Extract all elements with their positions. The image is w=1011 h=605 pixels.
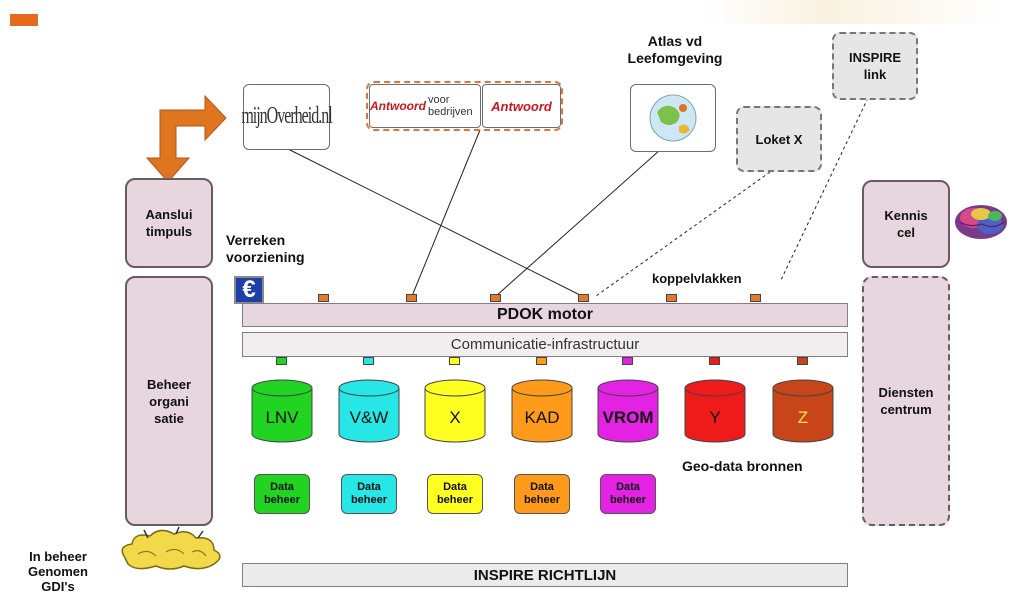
- database-icon: [772, 379, 834, 443]
- euro-symbol: €: [242, 276, 256, 303]
- kenniscel-label: Kennis cel: [884, 208, 928, 240]
- line-mijnoverheid-to-port: [285, 147, 583, 297]
- pdok-port: [578, 294, 589, 302]
- comm-port: [363, 357, 374, 365]
- data-beheer-box: Data beheer: [427, 474, 483, 514]
- brain-icon: [955, 205, 1007, 239]
- database-cylinder: KAD: [510, 378, 574, 444]
- database-icon: [597, 379, 659, 443]
- dienstencentrum-box: Diensten centrum: [862, 276, 950, 526]
- database-label: LNV: [265, 408, 299, 427]
- inspire-richtlijn-bar: INSPIRE RICHTLIJN: [242, 563, 848, 587]
- geo-data-bronnen-label: Geo-data bronnen: [682, 458, 803, 474]
- data-beheer-box: Data beheer: [600, 474, 656, 514]
- pdok-port: [666, 294, 677, 302]
- comm-port: [276, 357, 287, 365]
- database-label: VROM: [602, 408, 654, 427]
- comm-port: [622, 357, 633, 365]
- database-cylinder: Z: [771, 378, 835, 444]
- gdi-cloud-icon: [121, 526, 221, 570]
- database-cylinder: Y: [683, 378, 747, 444]
- comm-port: [797, 357, 808, 365]
- antwoord-bedrijven-suffix: voor bedrijven: [428, 94, 473, 118]
- globe-icon: [649, 94, 697, 142]
- inspire-link-portal[interactable]: INSPIRE link: [832, 32, 918, 100]
- atlas-leefomgeving-label: Atlas vd Leefomgeving: [627, 33, 723, 66]
- antwoord-bedrijven-logo: Antwoord: [370, 99, 426, 113]
- antwoord-overheid-portal[interactable]: Antwoord: [482, 84, 561, 128]
- pdok-port: [318, 294, 329, 302]
- kenniscel-box: Kennis cel: [862, 180, 950, 268]
- database-cylinder: V&W: [337, 378, 401, 444]
- inspire-richtlijn-label: INSPIRE RICHTLIJN: [473, 566, 617, 584]
- koppelvlakken-label: koppelvlakken: [652, 271, 742, 286]
- line-atlas-to-port: [495, 149, 661, 297]
- database-label: Z: [797, 408, 809, 427]
- aansluitimpuls-box: Aanslui timpuls: [125, 178, 213, 268]
- database-cylinder: LNV: [250, 378, 314, 444]
- beheerorganisatie-box: Beheer organi satie: [125, 276, 213, 526]
- loket-x-label: Loket X: [755, 131, 803, 147]
- data-beheer-box: Data beheer: [514, 474, 570, 514]
- database-icon: [424, 379, 486, 443]
- in-beheer-genomen-label: In beheer Genomen GDI's: [28, 549, 88, 594]
- dienstencentrum-label: Diensten centrum: [878, 385, 934, 417]
- database-label: X: [449, 408, 461, 427]
- data-beheer-box: Data beheer: [341, 474, 397, 514]
- aansluitimpuls-label: Aanslui timpuls: [145, 207, 193, 239]
- orange-bent-arrow-icon: [145, 94, 227, 183]
- line-antwoord-to-port: [411, 129, 481, 297]
- data-beheer-box: Data beheer: [254, 474, 310, 514]
- pdok-motor-bar: PDOK motor: [242, 303, 848, 327]
- mijnoverheid-portal[interactable]: mijnOverheid.nl: [241, 84, 333, 150]
- pdok-port: [750, 294, 761, 302]
- euro-icon: €: [234, 276, 264, 304]
- database-label: V&W: [349, 408, 389, 427]
- database-icon: [511, 379, 573, 443]
- background-watermark: [705, 0, 1005, 24]
- loket-x-portal[interactable]: Loket X: [736, 106, 822, 172]
- comm-port: [449, 357, 460, 365]
- database-cylinder: X: [423, 378, 487, 444]
- communicatie-infrastructuur-bar: Communicatie-infrastructuur: [242, 332, 848, 357]
- comm-port: [536, 357, 547, 365]
- comm-port: [709, 357, 720, 365]
- mijnoverheid-logo-text: mijnOverheid.nl: [241, 103, 332, 130]
- database-icon: [251, 379, 313, 443]
- pdok-port: [406, 294, 417, 302]
- pdok-motor-label: PDOK motor: [497, 306, 593, 323]
- pdok-port: [490, 294, 501, 302]
- database-icon: [338, 379, 400, 443]
- slide-corner-mark: [10, 14, 38, 26]
- antwoord-portals-group: [366, 81, 563, 131]
- antwoord-overheid-logo: Antwoord: [491, 98, 552, 114]
- atlas-leefomgeving-portal[interactable]: [630, 84, 716, 152]
- beheerorganisatie-label: Beheer organi satie: [146, 376, 192, 426]
- communicatie-label: Communicatie-infrastructuur: [450, 336, 640, 353]
- line-inspire-link-to-koppelvlakken: [779, 97, 869, 283]
- antwoord-voor-bedrijven-portal[interactable]: Antwoord voor bedrijven: [369, 84, 481, 128]
- database-cylinder: VROM: [596, 378, 660, 444]
- inspire-link-label: INSPIRE link: [848, 50, 901, 82]
- database-icon: [684, 379, 746, 443]
- database-label: Y: [709, 408, 721, 427]
- verrekenvoorziening-label: Verreken voorziening: [226, 232, 305, 265]
- database-label: KAD: [524, 408, 560, 427]
